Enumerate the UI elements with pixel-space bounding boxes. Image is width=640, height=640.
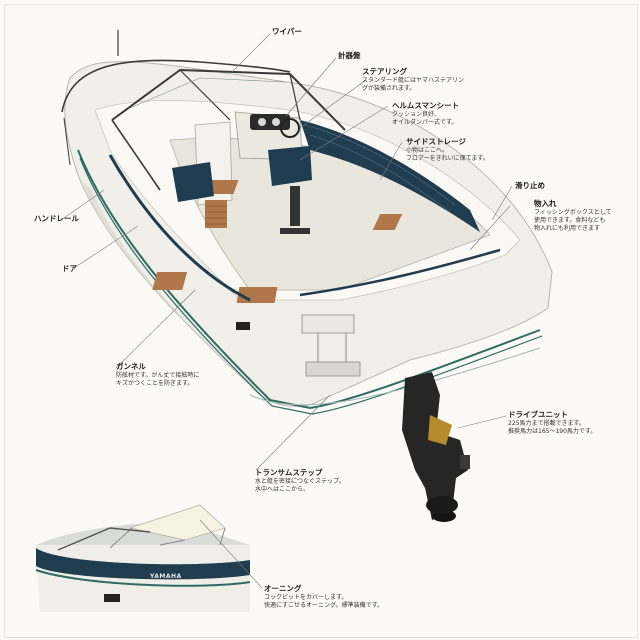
drive-unit (402, 372, 470, 522)
label-transom-step: トランサムステップ 水と艇を密接につなぐステップ。 水中へはここから。 (255, 468, 345, 493)
yamaha-logo: YAMAHA (150, 573, 182, 580)
windshield (61, 30, 346, 191)
label-gauge: 計器盤 (338, 51, 361, 60)
label-door: ドア (62, 264, 77, 273)
label-gunwale: ガンネル 防舷材です。がん丈で接舷時に キズがつくことを防ぎます。 (116, 362, 200, 387)
steering-wheel (280, 118, 300, 138)
handrail (61, 59, 291, 113)
deck (94, 100, 521, 303)
label-handrail: ハンドレール (34, 214, 79, 223)
label-storage: 物入れ フィッシングボックスとして 使用できます。食料なども 物入れにも利用でき… (534, 199, 612, 232)
leader-lines (63, 33, 513, 589)
label-anti-slip: 滑り止め (515, 181, 545, 190)
label-drive-unit: ドライブユニット 225馬力まで搭載できます。 推奨馬力は165～190馬力です… (508, 410, 597, 435)
label-awning: オーニング コックピットをカバーします。 快適にすごせるオーニング。標準装備です… (264, 584, 383, 609)
label-steering: ステアリング スタンダード艇にはヤマハステアリン グが装備されます。 (362, 67, 465, 92)
transom-step (236, 314, 361, 377)
label-wiper: ワイパー (272, 27, 302, 36)
awning-inset (35, 504, 251, 612)
label-side-storage: サイドストレージ 小物はここへ。 フロアーをきれいに保てます。 (406, 137, 489, 162)
helm-seats (172, 146, 312, 234)
label-helm-seat: ヘルムスマンシート クッション良好、 オイルダンパー式です。 (392, 101, 460, 126)
